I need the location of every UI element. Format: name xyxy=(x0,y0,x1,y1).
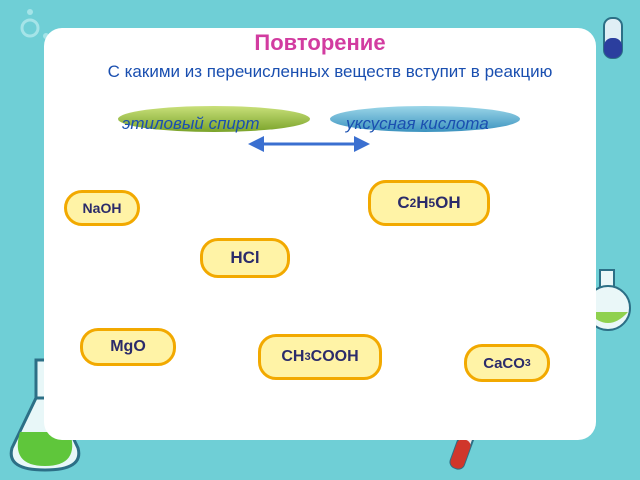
ch3cooh-part-ch: CH xyxy=(281,348,305,365)
c2h5oh-part-h: H xyxy=(416,193,429,212)
ch3cooh-sub-3: 3 xyxy=(304,351,311,363)
ch3cooh-part-cooh: COOH xyxy=(310,348,359,365)
c2h5oh-part-c: C xyxy=(397,193,410,212)
substance-hcl-label: HCl xyxy=(230,248,260,267)
double-arrow-icon xyxy=(248,136,370,152)
ethanol-label: этиловый спирт xyxy=(122,114,260,133)
substance-hcl[interactable]: HCl xyxy=(200,238,290,278)
acetic-acid-oval xyxy=(330,106,520,132)
substance-naoh[interactable]: NaOH xyxy=(64,190,140,226)
caco3-sub-3: 3 xyxy=(524,357,531,369)
question-text: С какими из перечисленных веществ вступи… xyxy=(107,62,553,81)
slide-title: Повторение xyxy=(254,30,386,55)
c2h5oh-sub-2: 2 xyxy=(409,196,417,210)
ethanol-oval xyxy=(118,106,310,132)
c2h5oh-sub-5: 5 xyxy=(428,196,436,210)
test-tube-icon xyxy=(603,17,623,59)
substance-naoh-label: NaOH xyxy=(82,200,122,216)
substance-mgo[interactable]: MgO xyxy=(80,328,176,366)
substance-mgo-label: MgO xyxy=(110,338,146,355)
c2h5oh-part-oh: OH xyxy=(435,193,461,212)
caco3-part-caco: CaCO xyxy=(483,354,525,372)
acetic-acid-label: уксусная кислота xyxy=(346,114,489,133)
